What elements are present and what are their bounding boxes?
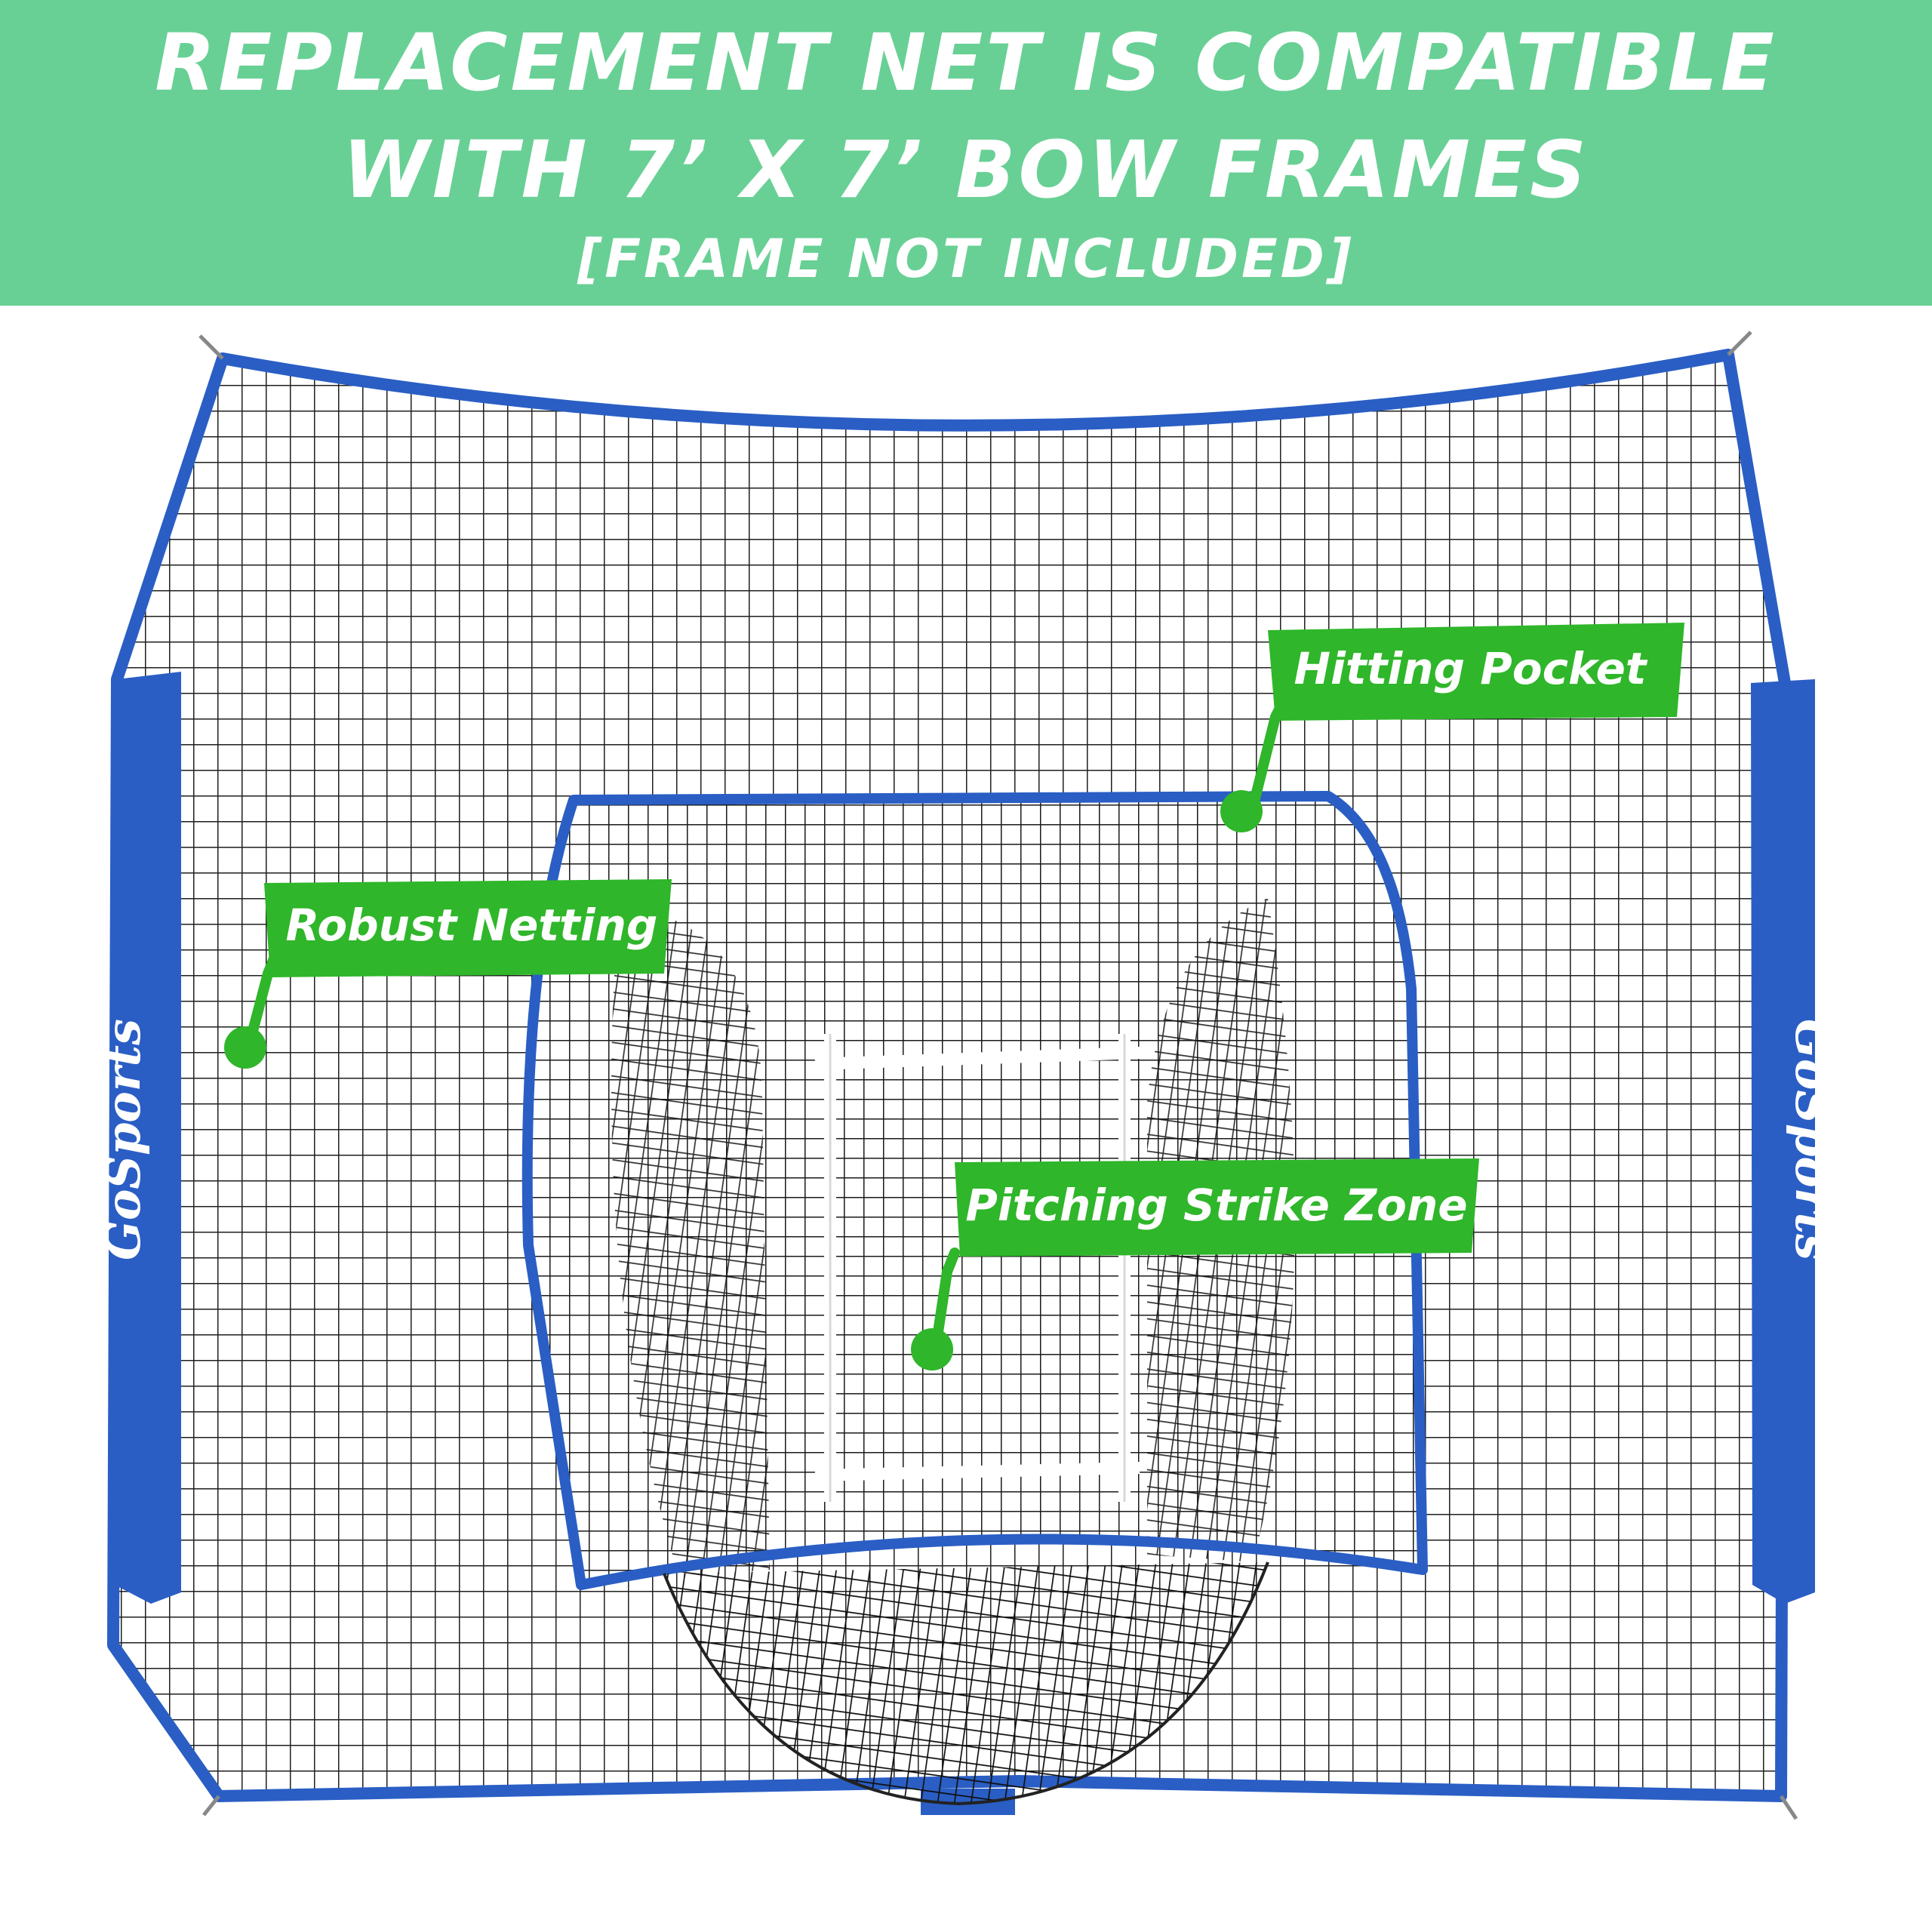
headline-line-2: WITH 7’ X 7’ BOW FRAMES [343, 124, 1589, 216]
headline-line-3: [FRAME NOT INCLUDED] [577, 228, 1355, 290]
callout-hitting-pocket: Hitting Pocket [1220, 623, 1684, 832]
brand-logo-left: GoSports [96, 1019, 151, 1260]
headline-line-1: REPLACEMENT NET IS COMPATIBLE [155, 17, 1777, 109]
headline-banner: REPLACEMENT NET IS COMPATIBLE WITH 7’ X … [0, 0, 1932, 306]
pocket-bag [663, 1561, 1269, 1806]
hitting-pocket [521, 791, 1428, 1590]
strike-zone-frame [814, 1034, 1140, 1502]
corner-ties [198, 331, 1798, 1820]
callout-robust-netting-label: Robust Netting [286, 900, 658, 951]
right-pole-sleeve [1751, 679, 1815, 1604]
callout-robust-netting: Robust Netting [224, 879, 672, 1069]
net-illustration: GoSports GoSports [96, 331, 1840, 1820]
callout-strike-zone-label: Pitching Strike Zone [965, 1180, 1467, 1231]
callout-hitting-pocket-label: Hitting Pocket [1294, 643, 1647, 694]
brand-logo-right: GoSports [1785, 1019, 1840, 1260]
pocket-trim [521, 791, 1428, 1590]
left-pole-sleeve [115, 672, 181, 1604]
outer-frame-trim [107, 349, 1791, 1802]
callout-strike-zone: Pitching Strike Zone [911, 1158, 1479, 1371]
